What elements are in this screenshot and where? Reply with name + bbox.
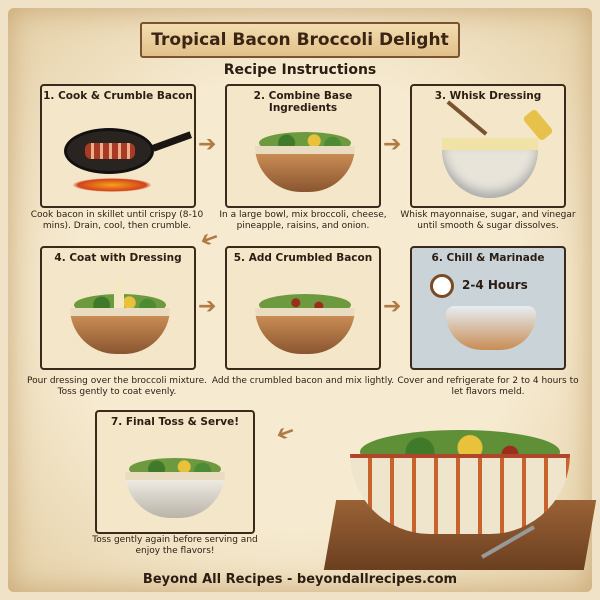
step-2-caption: In a large bowl, mix broccoli, cheese, p… [219,210,387,231]
step-title: 1. Cook & Crumble Bacon [43,90,193,102]
footer-credit: Beyond All Recipes - beyondallrecipes.co… [142,572,458,587]
step-title: 4. Coat with Dressing [54,252,182,264]
step-title: 6. Chill & Marinade [431,252,545,264]
bowl-illustration [255,146,355,192]
skillet-illustration [64,128,154,174]
step-title: 2. Combine Base Ingredients [253,90,353,114]
whisk-bowl-illustration [442,138,538,198]
step-title: 5. Add Crumbled Bacon [233,252,373,264]
arrow-right-icon: ➔ [383,132,402,157]
step-5-caption: Add the crumbled bacon and mix lightly. [211,376,395,386]
step-5-panel: 5. Add Crumbled Bacon [225,246,381,370]
step-title: 7. Final Toss & Serve! [110,416,240,428]
arrow-right-icon: ➔ [383,294,402,319]
serving-bowl-illustration [350,430,570,540]
title-banner: Tropical Bacon Broccoli Delight [120,22,480,62]
step-3-caption: Whisk mayonnaise, sugar, and vinegar unt… [400,210,576,231]
step-1-caption: Cook bacon in skillet until crispy (8-10… [30,210,204,231]
flame-icon [72,178,152,192]
step-4-caption: Pour dressing over the broccoli mixture.… [26,376,208,397]
arrow-right-icon: ➔ [198,132,217,157]
step-2-panel: 2. Combine Base Ingredients [225,84,381,208]
bowl-illustration [70,308,170,354]
bowl-illustration [125,472,225,518]
step-7-caption: Toss gently again before serving and enj… [92,535,258,556]
arrow-right-icon: ➔ [198,294,217,319]
bowl-illustration [255,308,355,354]
whisk-icon [446,100,488,136]
skillet-handle [152,131,192,152]
step-6-panel: 6. Chill & Marinade 2-4 Hours [410,246,566,370]
step-6-caption: Cover and refrigerate for 2 to 4 hours t… [397,376,579,397]
step-4-panel: 4. Coat with Dressing [40,246,196,370]
step-3-panel: 3. Whisk Dressing [410,84,566,208]
dressing-pour-illustration [114,276,124,322]
page-title: Tropical Bacon Broccoli Delight [151,30,449,50]
oil-bottle-icon [522,108,554,142]
clock-icon [430,274,454,298]
duration-badge: 2-4 Hours [462,278,528,292]
step-1-panel: 1. Cook & Crumble Bacon [40,84,196,208]
page-subtitle: Recipe Instructions [223,62,377,78]
step-title: 3. Whisk Dressing [434,90,542,102]
covered-bowl-illustration [446,306,536,350]
step-7-panel: 7. Final Toss & Serve! [95,410,255,534]
